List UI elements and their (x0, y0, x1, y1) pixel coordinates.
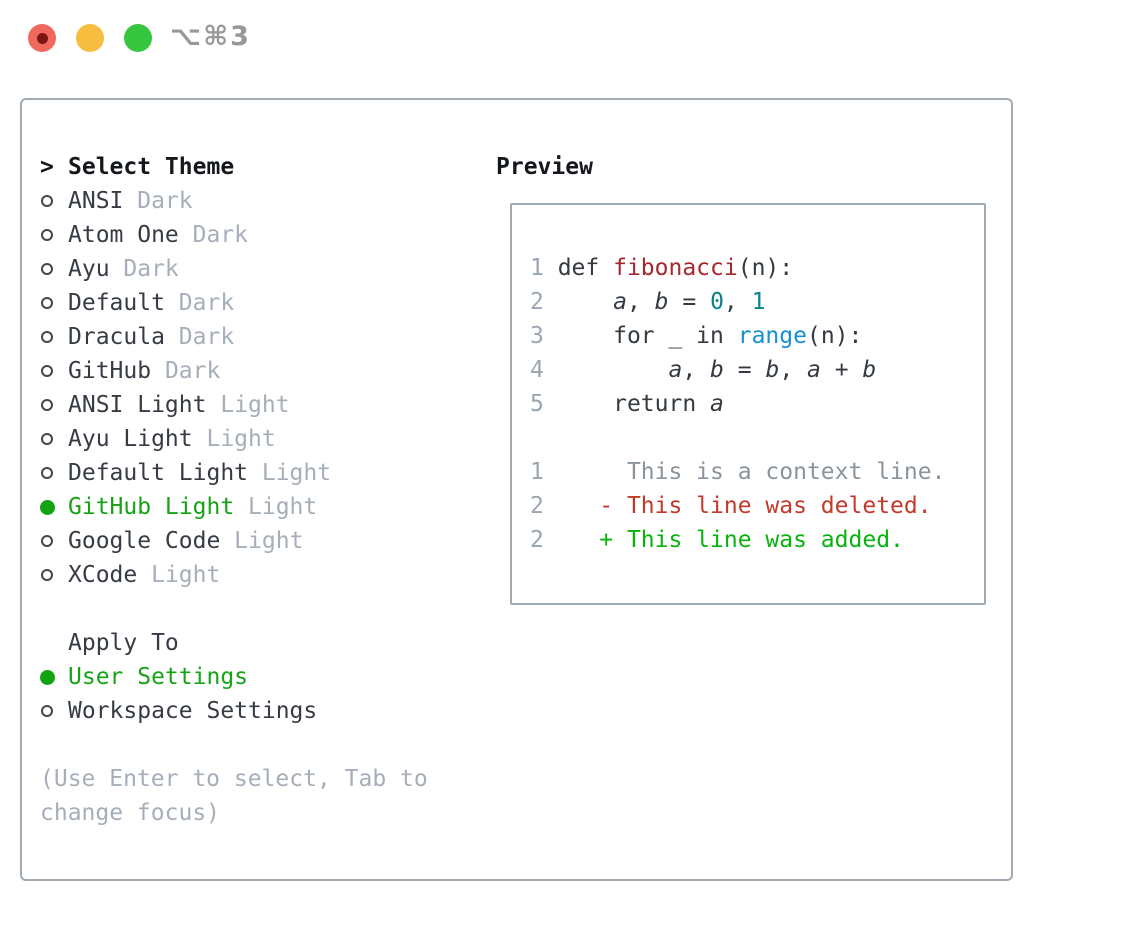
minimize-button[interactable] (76, 24, 104, 52)
apply-to-title: Apply To (68, 630, 179, 656)
radio-icon (40, 354, 68, 388)
theme-option-github-light[interactable]: GitHub Light Light (40, 490, 428, 524)
radio-selected-icon (40, 490, 68, 524)
theme-option-dracula[interactable]: Dracula Dark (40, 320, 428, 354)
preview-pane: 1 def fibonacci(n): 2 a, b = 0, 1 3 for _ … (510, 203, 986, 605)
code-block: 1 def fibonacci(n): 2 a, b = 0, 1 3 for _ … (530, 251, 984, 421)
diff-line: 2 + This line was added. (530, 527, 904, 553)
theme-option-ansi-light[interactable]: ANSI Light Light (40, 388, 428, 422)
code-line: 1 def fibonacci(n): (530, 255, 794, 281)
diff-block: 1 This is a context line. 2 - This line w… (530, 455, 984, 557)
radio-icon (40, 456, 68, 490)
theme-option-default-light[interactable]: Default Light Light (40, 456, 428, 490)
radio-selected-icon (40, 660, 68, 694)
apply-to-header: Apply To (40, 626, 428, 660)
code-line: 3 for _ in range(n): (530, 323, 863, 349)
diff-line: 1 This is a context line. (530, 459, 946, 485)
radio-icon (40, 694, 68, 728)
window-title: ⌥⌘3 (170, 21, 251, 52)
theme-option-github[interactable]: GitHub Dark (40, 354, 428, 388)
code-line: 2 a, b = 0, 1 (530, 289, 766, 315)
theme-option-google-code[interactable]: Google Code Light (40, 524, 428, 558)
apply-option-user-settings[interactable]: User Settings (40, 660, 428, 694)
close-button[interactable] (28, 24, 56, 52)
theme-option-ansi[interactable]: ANSI Dark (40, 184, 428, 218)
close-dot-icon (36, 32, 48, 44)
hint-line-2: change focus) (40, 800, 221, 826)
spacer (40, 728, 428, 762)
radio-icon (40, 524, 68, 558)
theme-option-atom-one[interactable]: Atom One Dark (40, 218, 428, 252)
radio-icon (40, 218, 68, 252)
code-line: 4 a, b = b, a + b (530, 357, 877, 383)
radio-icon (40, 320, 68, 354)
theme-option-xcode[interactable]: XCode Light (40, 558, 428, 592)
radio-icon (40, 286, 68, 320)
radio-icon (40, 558, 68, 592)
radio-icon (40, 184, 68, 218)
spacer (40, 592, 428, 626)
apply-option-workspace-settings[interactable]: Workspace Settings (40, 694, 428, 728)
focus-caret-icon: > (40, 154, 54, 180)
preview-column: Preview (496, 150, 593, 184)
preview-title: Preview (496, 154, 593, 180)
radio-icon (40, 388, 68, 422)
theme-option-ayu[interactable]: Ayu Dark (40, 252, 428, 286)
zoom-button[interactable] (124, 24, 152, 52)
radio-icon (40, 252, 68, 286)
hint-line-1: (Use Enter to select, Tab to (40, 766, 428, 792)
theme-option-ayu-light[interactable]: Ayu Light Light (40, 422, 428, 456)
theme-option-default[interactable]: Default Dark (40, 286, 428, 320)
diff-line: 2 - This line was deleted. (530, 493, 932, 519)
spacer (530, 421, 984, 455)
code-line: 5 return a (530, 391, 724, 417)
select-theme-header: > Select Theme (40, 150, 428, 184)
window-titlebar: ⌥⌘3 (0, 0, 1140, 98)
radio-icon (40, 422, 68, 456)
select-theme-title: Select Theme (68, 154, 235, 180)
